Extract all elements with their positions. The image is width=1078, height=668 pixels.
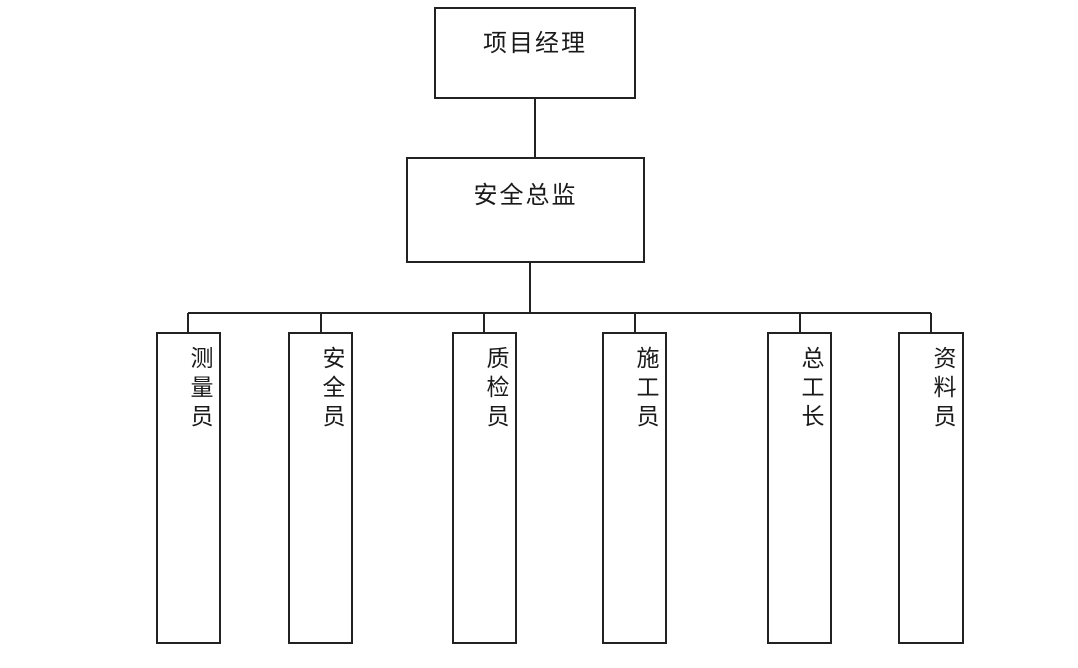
root-label: 项目经理 [483, 29, 587, 57]
staff-label-document-clerk: 资料员 [929, 346, 955, 433]
staff-box-construction-worker: 施工员 [602, 332, 667, 644]
staff-box-surveyor: 测量员 [156, 332, 221, 644]
staff-label-general-foreman: 总工长 [797, 346, 823, 433]
supervisor-label: 安全总监 [473, 181, 578, 209]
supervisor-box: 安全总监 [406, 157, 645, 263]
staff-box-quality-inspector: 质检员 [452, 332, 517, 644]
staff-box-safety-officer: 安全员 [288, 332, 353, 644]
root-box: 项目经理 [434, 7, 636, 99]
staff-label-surveyor: 测量员 [186, 346, 212, 433]
staff-box-document-clerk: 资料员 [898, 332, 964, 644]
staff-label-quality-inspector: 质检员 [482, 346, 508, 433]
staff-label-safety-officer: 安全员 [318, 346, 344, 433]
staff-label-construction-worker: 施工员 [632, 346, 658, 433]
staff-box-general-foreman: 总工长 [767, 332, 832, 644]
